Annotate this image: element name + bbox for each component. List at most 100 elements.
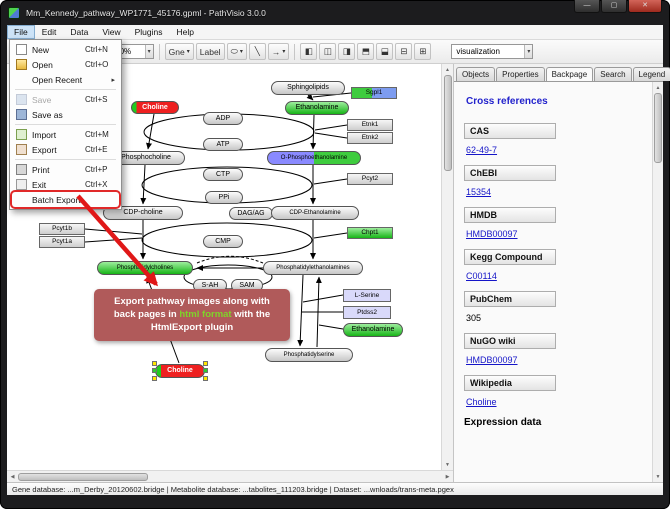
pathway-node-o-phosphoethanolamine[interactable]: O-Phosphoethanolamine [267, 151, 361, 165]
pathway-node-cmp[interactable]: CMP [203, 235, 243, 248]
datanode-button[interactable]: Gne▾ [164, 43, 194, 60]
line-button[interactable]: ╲ [248, 43, 266, 60]
pathway-node-sphingolipids[interactable]: Sphingolipids [271, 81, 345, 95]
pathway-node-ctp[interactable]: CTP [203, 168, 243, 181]
scrollbar-thumb[interactable] [654, 93, 662, 163]
xref-value-hmdb[interactable]: HMDB00097 [466, 229, 518, 239]
tab-legend[interactable]: Legend [632, 67, 670, 81]
menu-item-label: Print [32, 164, 50, 175]
menu-plugins[interactable]: Plugins [134, 27, 163, 37]
file-menu-item-save-as[interactable]: Save as [12, 107, 119, 122]
menu-separator [15, 89, 116, 90]
align-top-icon[interactable]: ⬒ [357, 43, 375, 60]
xref-value-kegg-compound[interactable]: C00114 [466, 271, 497, 281]
tab-properties[interactable]: Properties [496, 67, 545, 81]
canvas-vertical-scrollbar[interactable]: ▲ ▼ [441, 64, 453, 470]
pathway-node-pcyt1b[interactable]: Pcyt1b [39, 223, 85, 235]
tab-search[interactable]: Search [594, 67, 632, 81]
file-menu-item-batch-export[interactable]: Batch Export [12, 192, 119, 207]
selection-handle[interactable] [203, 368, 208, 373]
menu-item-shortcut: Ctrl+N [85, 45, 108, 54]
dropdown-arrow-icon: ▾ [144, 45, 153, 58]
pathway-node-s-ah[interactable]: S-AH [193, 279, 227, 292]
export-icon [16, 144, 27, 155]
pathway-node-phosphatidylcholines[interactable]: Phosphatidylcholines [97, 261, 193, 275]
scroll-right-icon[interactable]: ▶ [445, 473, 450, 480]
scroll-left-icon[interactable]: ◀ [10, 473, 15, 480]
pathway-node-ethanolamine[interactable]: Ethanolamine [285, 101, 349, 115]
visualization-combo[interactable]: visualization ▾ [451, 44, 534, 59]
scroll-up-icon[interactable]: ▲ [445, 66, 450, 73]
xref-value-chebi[interactable]: 15354 [466, 187, 492, 197]
selection-handle[interactable] [203, 361, 208, 366]
pathway-node-dag-ag[interactable]: DAG/AG [229, 207, 273, 220]
connector-button[interactable]: →▾ [267, 43, 290, 60]
pathway-node-pcyt1a[interactable]: Pcyt1a [39, 236, 85, 248]
xref-value-nugo-wiki[interactable]: HMDB00097 [466, 355, 518, 365]
xref-value-cas[interactable]: 62-49-7 [466, 145, 498, 155]
menu-item-label: Open [32, 59, 53, 70]
xref-value-wikipedia[interactable]: Choline [466, 397, 497, 407]
selection-handle[interactable] [152, 376, 157, 381]
canvas-horizontal-scrollbar[interactable]: ◀ ▶ [7, 470, 453, 482]
scroll-down-icon[interactable]: ▼ [445, 461, 450, 468]
pathway-node-pcyt2[interactable]: Pcyt2 [347, 173, 393, 185]
common-width-icon[interactable]: ⊟ [395, 43, 413, 60]
selection-handle[interactable] [152, 361, 157, 366]
label-button[interactable]: Label [195, 43, 225, 60]
dropdown-arrow-icon: ▾ [239, 49, 243, 55]
menu-item-label: Batch Export [32, 194, 81, 205]
align-top-icon-glyph: ⬒ [361, 46, 370, 56]
pathway-node-phosphatidylethanolamines[interactable]: Phosphatidylethanolamines [263, 261, 363, 275]
align-left-icon[interactable]: ◧ [300, 43, 318, 60]
pathway-node-etnk1[interactable]: Etnk1 [347, 119, 393, 131]
scrollbar-thumb[interactable] [443, 75, 452, 171]
align-center-icon[interactable]: ◫ [319, 43, 337, 60]
menu-data[interactable]: Data [70, 27, 89, 37]
align-bottom-icon[interactable]: ⬓ [376, 43, 394, 60]
tab-backpage[interactable]: Backpage [545, 67, 594, 81]
pathway-node-adp[interactable]: ADP [203, 112, 243, 125]
pathway-node-sgpl1[interactable]: Sgpl1 [351, 87, 397, 99]
pathway-node-ptdss2[interactable]: Ptdss2 [343, 306, 391, 319]
selection-handle[interactable] [152, 368, 157, 373]
tab-objects[interactable]: Objects [456, 67, 496, 81]
pathway-node-atp[interactable]: ATP [203, 138, 243, 151]
pathway-node-etnk2[interactable]: Etnk2 [347, 132, 393, 144]
menu-file[interactable]: File [7, 25, 35, 39]
pathway-node-ppi[interactable]: PPi [205, 191, 243, 204]
scrollbar-thumb[interactable] [18, 472, 148, 481]
menu-edit[interactable]: Edit [41, 27, 57, 37]
panel-scrollbar[interactable]: ▲ ▼ [652, 82, 663, 482]
maximize-button[interactable]: ▢ [601, 0, 627, 13]
menu-separator [15, 159, 116, 160]
menu-item-label: Open Recent [32, 74, 83, 85]
menu-help[interactable]: Help [176, 27, 194, 37]
pathway-node-phosphatidylserine[interactable]: Phosphatidylserine [265, 348, 353, 362]
minimize-button[interactable]: — [574, 0, 600, 13]
selection-handle[interactable] [203, 376, 208, 381]
shape-button[interactable]: ⬭▾ [226, 43, 247, 60]
file-menu-item-open-recent[interactable]: Open Recent▸ [12, 72, 119, 87]
pathway-node-chpt1[interactable]: Chpt1 [347, 227, 393, 239]
common-height-icon[interactable]: ⊞ [414, 43, 432, 60]
pathway-node-choline[interactable]: Choline [152, 361, 208, 381]
close-button[interactable]: ✕ [628, 0, 662, 13]
pathway-node-cdp-ethanolamine[interactable]: CDP-Ethanolamine [271, 206, 359, 220]
align-right-icon[interactable]: ◨ [338, 43, 356, 60]
pathway-node-l-serine[interactable]: L-Serine [343, 289, 391, 302]
pathway-node-choline[interactable]: Choline [131, 101, 179, 114]
scroll-up-icon[interactable]: ▲ [655, 84, 661, 91]
menu-view[interactable]: View [102, 27, 121, 37]
pathway-node-ethanolamine[interactable]: Ethanolamine [343, 323, 403, 337]
scroll-down-icon[interactable]: ▼ [655, 473, 661, 480]
